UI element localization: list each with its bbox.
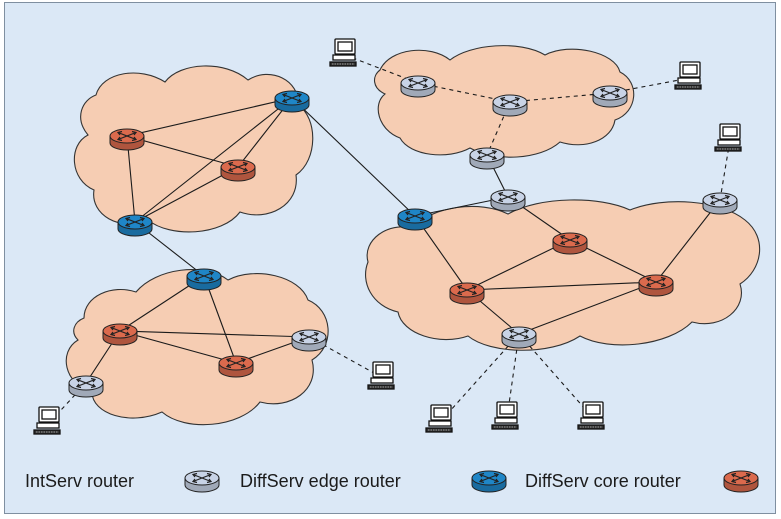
link <box>466 281 657 291</box>
link <box>134 166 239 223</box>
link <box>203 275 237 364</box>
intserv-router-icon <box>68 375 104 398</box>
legend-edge-label: DiffServ edge router <box>240 471 401 491</box>
link <box>291 97 416 217</box>
host-link <box>609 77 691 94</box>
intserv-router-icon <box>490 189 526 212</box>
intserv-router-icon <box>291 329 327 352</box>
diffserv-core-router-icon <box>552 232 588 255</box>
computer-host-icon <box>367 361 395 390</box>
intserv-router-icon <box>492 94 528 117</box>
host-link <box>440 333 520 422</box>
intserv-router-icon <box>501 326 537 349</box>
host-link <box>518 333 594 419</box>
computer-host-icon <box>674 61 702 90</box>
legend-core-label: DiffServ core router <box>525 471 681 491</box>
intserv-router-icon <box>469 147 505 170</box>
diffserv-core-router-icon <box>638 274 674 297</box>
computer-host-icon <box>577 401 605 430</box>
cloud-top-left <box>73 65 314 233</box>
cloud-right <box>365 199 761 351</box>
diffserv-core-router-icon <box>218 355 254 378</box>
diffserv-core-router-icon <box>109 128 145 151</box>
host-link <box>308 336 384 379</box>
computer-host-icon <box>425 404 453 433</box>
link <box>126 97 293 137</box>
diffserv-edge-router-icon <box>471 470 507 493</box>
diffserv-edge-router-icon <box>397 208 433 231</box>
intserv-router-icon <box>592 85 628 108</box>
diffserv-edge-router-icon <box>274 90 310 113</box>
diffserv-core-router-icon <box>102 323 138 346</box>
intserv-router-icon <box>400 75 436 98</box>
legend: IntServ router DiffServ edge router <box>25 470 759 493</box>
link <box>126 135 239 168</box>
link <box>655 199 721 283</box>
routers <box>68 75 738 398</box>
intserv-router-icon <box>702 192 738 215</box>
link <box>518 281 657 335</box>
link <box>119 330 310 338</box>
diffserv-core-router-icon <box>723 470 759 493</box>
diffserv-edge-router-icon <box>117 214 153 237</box>
link <box>119 330 237 364</box>
intserv-router-icon <box>184 470 220 493</box>
host-link <box>506 333 520 419</box>
computer-host-icon <box>33 406 61 435</box>
computer-host-icon <box>491 401 519 430</box>
computer-host-icon <box>714 123 742 152</box>
cloud-bottom-left <box>65 269 329 426</box>
diffserv-edge-router-icon <box>186 268 222 291</box>
legend-intserv-label: IntServ router <box>25 471 134 491</box>
diffserv-core-router-icon <box>220 159 256 182</box>
link <box>134 97 293 223</box>
computer-host-icon <box>329 38 357 67</box>
diffserv-core-router-icon <box>449 282 485 305</box>
